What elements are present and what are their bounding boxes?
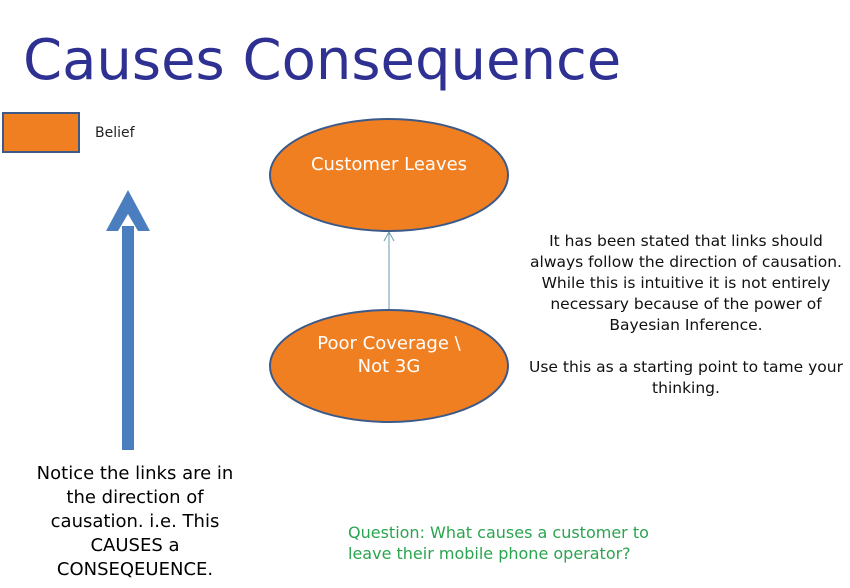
causal-link: [383, 230, 395, 310]
legend-belief-swatch: [2, 112, 80, 153]
node-poor-coverage: [269, 309, 509, 423]
legend-belief-label: Belief: [95, 125, 135, 141]
notice-text: Notice the links are in the direction of…: [36, 463, 234, 580]
node-customer-leaves-label: Customer Leaves: [310, 154, 468, 175]
explanation-text: It has been stated that links should alw…: [529, 231, 843, 399]
node-customer-leaves: [269, 118, 509, 232]
slide-title: Causes Consequence: [23, 28, 622, 93]
causation-arrow: [106, 190, 150, 450]
node-poor-coverage-label: Poor Coverage \ Not 3G: [317, 333, 461, 377]
question-text: Question: What causes a customer to leav…: [348, 523, 649, 563]
explanation-paragraph-2: Use this as a starting point to tame you…: [529, 358, 843, 397]
explanation-paragraph-1: It has been stated that links should alw…: [530, 232, 842, 334]
